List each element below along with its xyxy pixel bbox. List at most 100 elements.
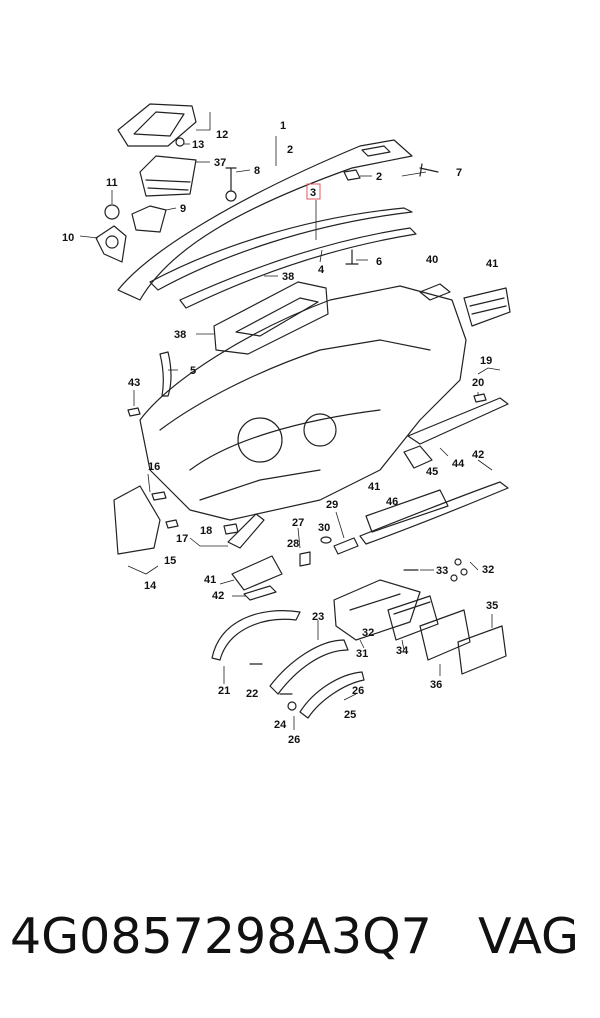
leader-lines — [79, 112, 501, 730]
part-3-strip — [149, 207, 413, 291]
callout-37: 37 — [214, 157, 226, 169]
callout-25: 25 — [344, 709, 356, 721]
callout-26: 26 — [352, 685, 364, 697]
callout-24: 24 — [274, 719, 287, 731]
callout-35: 35 — [486, 600, 498, 612]
part-42-lower-trim — [243, 585, 277, 601]
callout-23: 23 — [312, 611, 324, 623]
part-37-housing — [139, 155, 197, 197]
part-29-trim — [333, 537, 359, 555]
part-5-side-trim — [159, 351, 172, 397]
part-41-lower-vent — [231, 555, 283, 591]
part-43-clip — [127, 407, 141, 417]
part-20-clip — [473, 393, 487, 403]
callout-8: 8 — [254, 165, 260, 177]
callout-41b: 41 — [368, 481, 380, 493]
callout-42b: 42 — [212, 590, 224, 602]
footer: 4G0857298A3Q7 VAG — [0, 900, 600, 980]
callout-12: 12 — [216, 129, 228, 141]
callout-11: 11 — [106, 177, 118, 189]
part-25-lower-trim — [299, 671, 365, 719]
callout-labels: 1 2 2 3 4 5 6 7 8 9 10 11 12 13 14 15 16… — [62, 120, 498, 746]
part-40-cover — [419, 283, 451, 301]
callout-40: 40 — [426, 254, 438, 266]
part-32-screws — [450, 558, 468, 582]
callout-33: 33 — [436, 565, 448, 577]
part-13-clip — [175, 137, 185, 147]
callout-22: 22 — [246, 688, 258, 700]
callout-19: 19 — [480, 355, 492, 367]
part-7-screw — [419, 163, 439, 177]
callout-31: 31 — [356, 648, 368, 660]
part-42-long-trim — [359, 481, 509, 545]
part-36-display — [419, 609, 471, 661]
callout-2b: 2 — [376, 171, 382, 183]
dashboard-exploded-diagram: 1 2 2 3 4 5 6 7 8 9 10 11 12 13 14 15 16… — [62, 103, 511, 746]
part-2-clip — [343, 169, 361, 181]
callout-1: 1 — [280, 120, 286, 132]
part-16-clip — [151, 491, 167, 501]
callout-2: 2 — [287, 144, 293, 156]
callout-21: 21 — [218, 685, 230, 697]
part-number: 4G0857298A3Q7 — [10, 908, 432, 965]
callout-45: 45 — [426, 466, 438, 478]
callout-32: 32 — [362, 627, 374, 639]
callout-43: 43 — [128, 377, 140, 389]
callout-38b: 38 — [174, 329, 186, 341]
callout-38: 38 — [282, 271, 294, 283]
part-46-vent — [365, 489, 449, 533]
callout-46: 46 — [386, 496, 398, 508]
callout-10: 10 — [62, 232, 74, 244]
part-21-cluster-frame — [211, 610, 301, 661]
callout-17: 17 — [176, 533, 188, 545]
part-4-strip — [179, 227, 417, 309]
part-34-cover — [387, 595, 439, 641]
part-44-bracket — [403, 445, 433, 469]
callout-6: 6 — [376, 256, 382, 268]
part-38-center-panel — [213, 281, 329, 355]
part-26-clip — [287, 701, 297, 711]
highlight-frame-3 — [306, 183, 321, 200]
callout-20: 20 — [472, 377, 484, 389]
callout-7: 7 — [456, 167, 462, 179]
callout-30: 30 — [318, 522, 330, 534]
callout-28: 28 — [287, 538, 299, 550]
callout-3: 3 — [310, 187, 316, 199]
part-10-left-vent — [95, 225, 127, 263]
part-12-top-cover — [117, 103, 197, 147]
part-19-right-trim — [407, 397, 509, 445]
part-8-bolt — [225, 167, 237, 202]
callout-15: 15 — [164, 555, 176, 567]
callout-4: 4 — [318, 264, 325, 276]
callout-36: 36 — [430, 679, 442, 691]
callout-42: 42 — [472, 449, 484, 461]
callout-29: 29 — [326, 499, 338, 511]
part-11-ring — [104, 204, 120, 220]
part-41-right-vent — [463, 287, 511, 327]
part-30-clip — [320, 536, 332, 544]
callout-9: 9 — [180, 203, 186, 215]
callout-26b: 26 — [288, 734, 300, 746]
callout-14: 14 — [144, 580, 157, 592]
callout-18: 18 — [200, 525, 212, 537]
callout-13: 13 — [192, 139, 204, 151]
part-6-bolt — [345, 249, 359, 265]
part-17-bracket — [227, 513, 265, 549]
part-18-knob — [223, 523, 239, 535]
callout-32b: 32 — [482, 564, 494, 576]
callout-16: 16 — [148, 461, 160, 473]
part-14-side-panel — [113, 485, 161, 555]
part-23-bracket — [269, 639, 349, 695]
part-9-vent-trim — [131, 205, 167, 233]
callout-44: 44 — [452, 458, 465, 470]
callout-41c: 41 — [204, 574, 216, 586]
brand-name: VAG — [478, 908, 580, 965]
callout-34: 34 — [396, 645, 409, 657]
dashboard-carrier — [139, 285, 467, 521]
part-28-clip — [299, 551, 311, 567]
callout-5: 5 — [190, 365, 196, 377]
callout-27: 27 — [292, 517, 304, 529]
part-32-console-frame — [333, 579, 421, 641]
part-1-upper-trim — [117, 139, 413, 301]
callout-41: 41 — [486, 258, 498, 270]
